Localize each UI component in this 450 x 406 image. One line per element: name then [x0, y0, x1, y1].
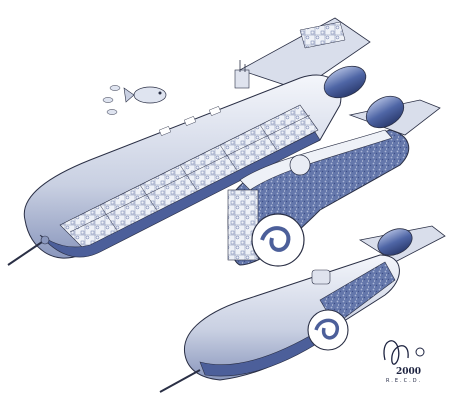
side-view-submarine — [227, 95, 441, 267]
lower-submarine — [159, 225, 446, 393]
signature-initials: R.E.C.D. — [386, 378, 422, 384]
artist-signature: 2000 R.E.C.D. — [383, 340, 425, 384]
signature-year: 2000 — [396, 367, 421, 377]
cutaway-engine — [323, 65, 367, 99]
fish-creature — [123, 86, 167, 104]
signature-scribble — [383, 340, 409, 365]
lower-emblem — [307, 309, 349, 351]
side-view-emblem — [251, 213, 305, 267]
cutaway-submarine — [7, 17, 371, 266]
small-fish-school — [102, 85, 121, 115]
